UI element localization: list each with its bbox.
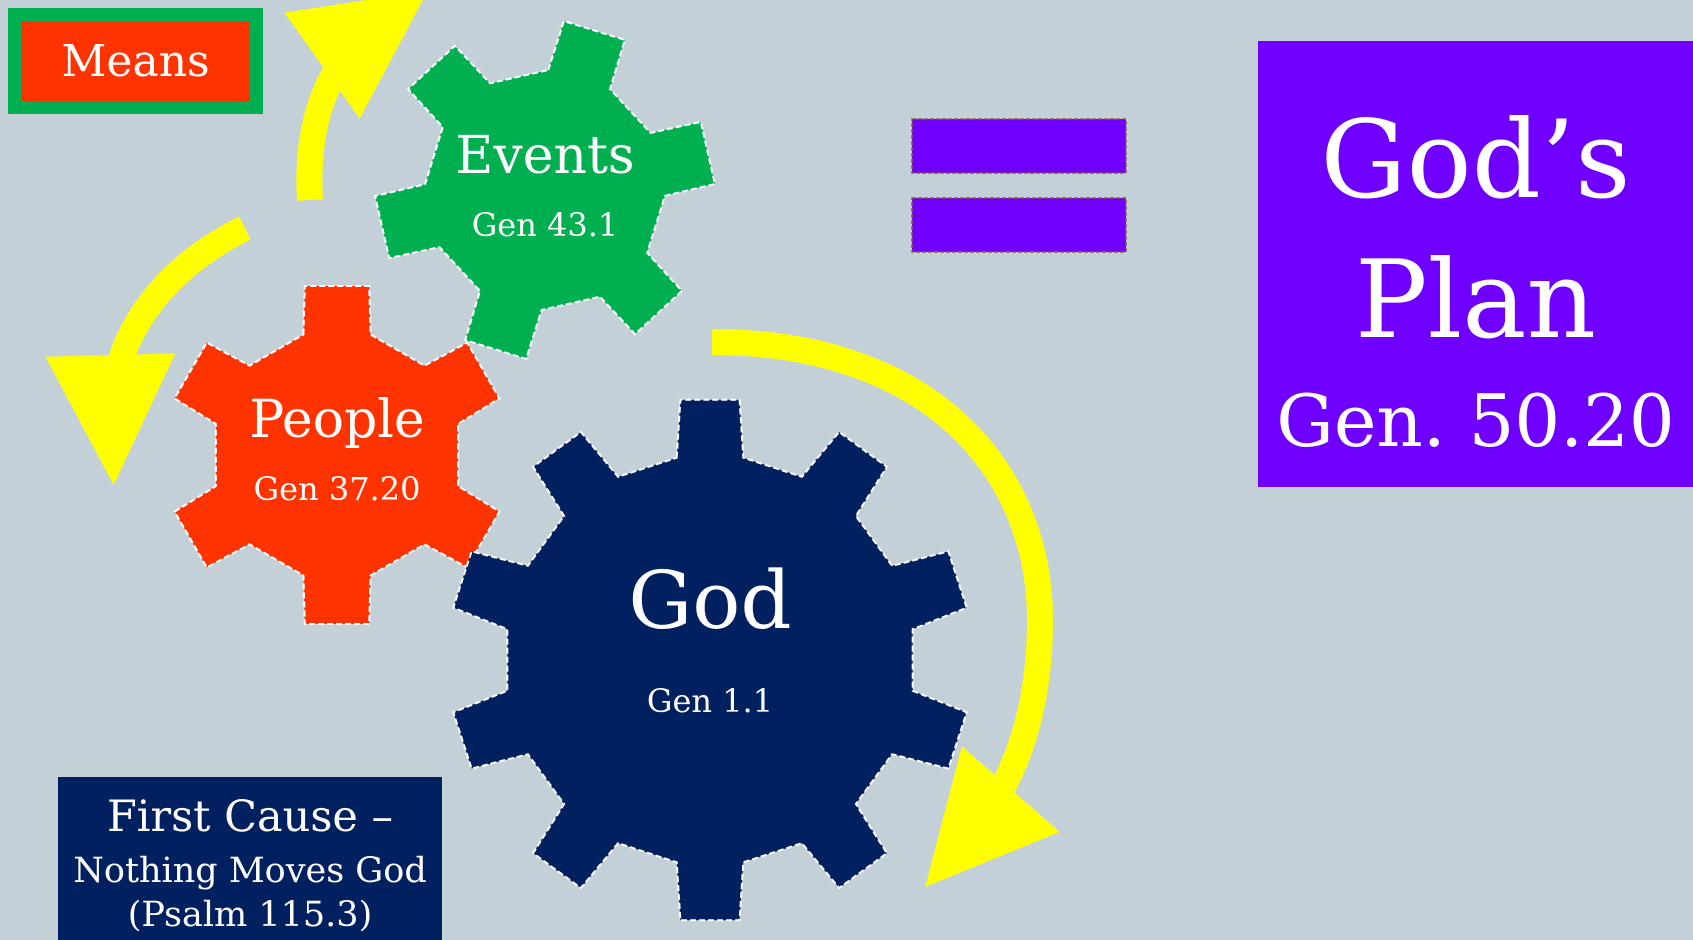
means-label-box: Means (8, 8, 263, 114)
curved-arrow-icon (284, 0, 428, 201)
people-gear-label: People (249, 390, 424, 450)
first-cause-statement: Nothing Moves God (73, 851, 427, 891)
events-gear-ref: Gen 43.1 (472, 206, 619, 244)
gear-icon (373, 19, 717, 361)
gear-icon (452, 398, 968, 922)
first-cause-box: First Cause – Nothing Moves God (Psalm 1… (58, 777, 442, 940)
events-gear-label: Events (455, 126, 634, 186)
people-gear-ref: Gen 37.20 (254, 470, 421, 508)
means-label: Means (22, 21, 249, 101)
curved-arrow-icon (45, 216, 251, 485)
curved-arrow-icon (711, 329, 1060, 887)
gods-plan-title-line2: Plan (1354, 238, 1597, 363)
god-gear-label: God (628, 554, 791, 647)
first-cause-reference: (Psalm 115.3) (127, 895, 373, 935)
equals-sign-icon (911, 118, 1127, 253)
gear-icon (173, 285, 501, 625)
gods-plan-box: God’s Plan Gen. 50.20 (1258, 41, 1693, 487)
gods-plan-reference: Gen. 50.20 (1276, 379, 1675, 463)
god-gear-ref: Gen 1.1 (647, 682, 773, 720)
gods-plan-title-line1: God’s (1320, 98, 1631, 223)
gods-plan-title: God’s Plan (1258, 91, 1693, 371)
first-cause-heading: First Cause – (106, 792, 394, 842)
